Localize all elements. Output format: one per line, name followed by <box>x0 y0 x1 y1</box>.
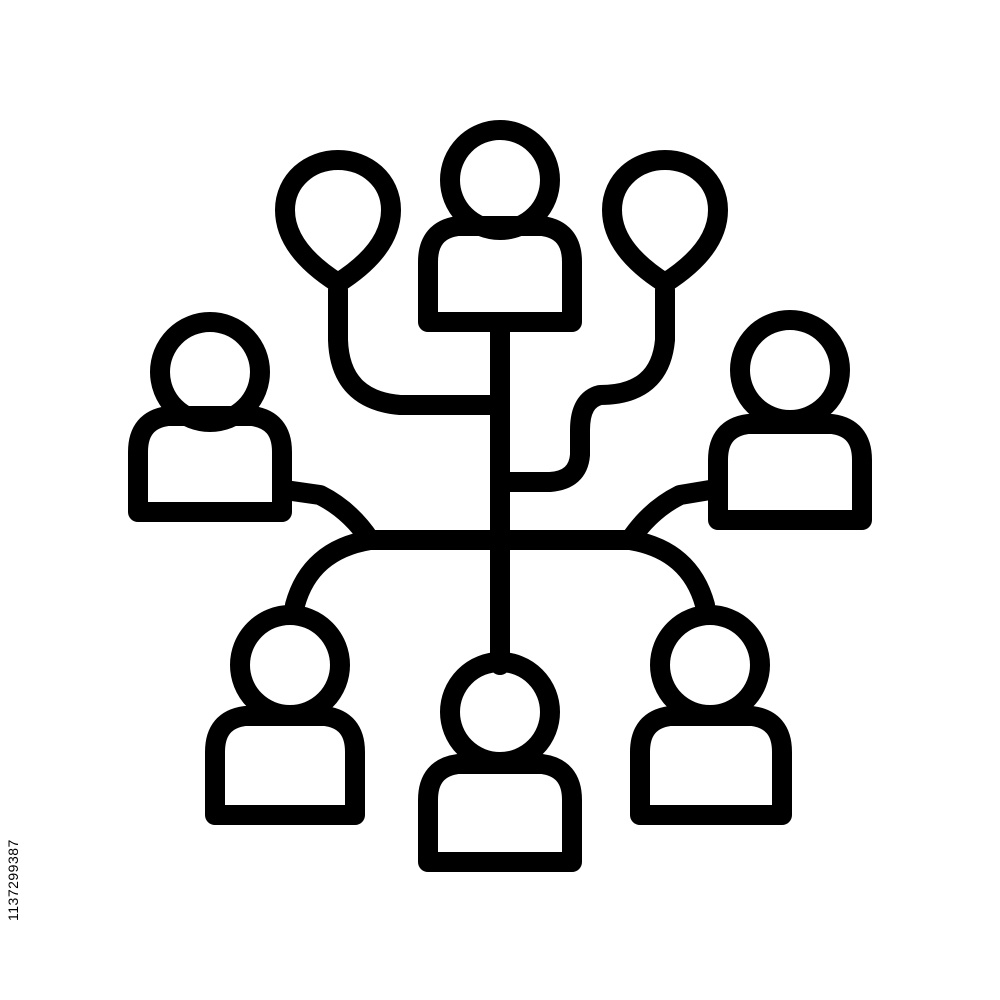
person-top <box>418 120 582 332</box>
watermark-id-text: 1137299387 <box>5 839 21 921</box>
connector-left-pin <box>328 280 510 415</box>
connector-bottom-right-person <box>620 530 715 615</box>
person-right <box>708 310 872 530</box>
person-right-body <box>708 414 872 530</box>
person-bottom-center <box>418 652 582 872</box>
person-left <box>128 312 292 522</box>
location-pin-right <box>602 150 728 293</box>
person-bottom-left-body <box>205 706 365 825</box>
connector-bottom-left-person <box>285 530 380 615</box>
person-top-head <box>440 120 560 240</box>
icon-strokes <box>128 120 872 872</box>
person-bottom-left <box>205 605 365 825</box>
connector-right-pin <box>490 280 675 492</box>
person-top-body <box>418 216 582 332</box>
connector-lines <box>275 280 720 675</box>
person-bottom-right-body <box>630 706 792 825</box>
person-bottom-right-head <box>650 605 770 725</box>
person-left-body <box>128 406 292 522</box>
person-bottom-center-head <box>440 652 560 772</box>
person-bottom-left-head <box>230 605 350 725</box>
person-bottom-center-body <box>418 754 582 872</box>
person-right-head <box>730 310 850 430</box>
location-pin-left <box>275 150 401 293</box>
person-bottom-right <box>630 605 792 825</box>
